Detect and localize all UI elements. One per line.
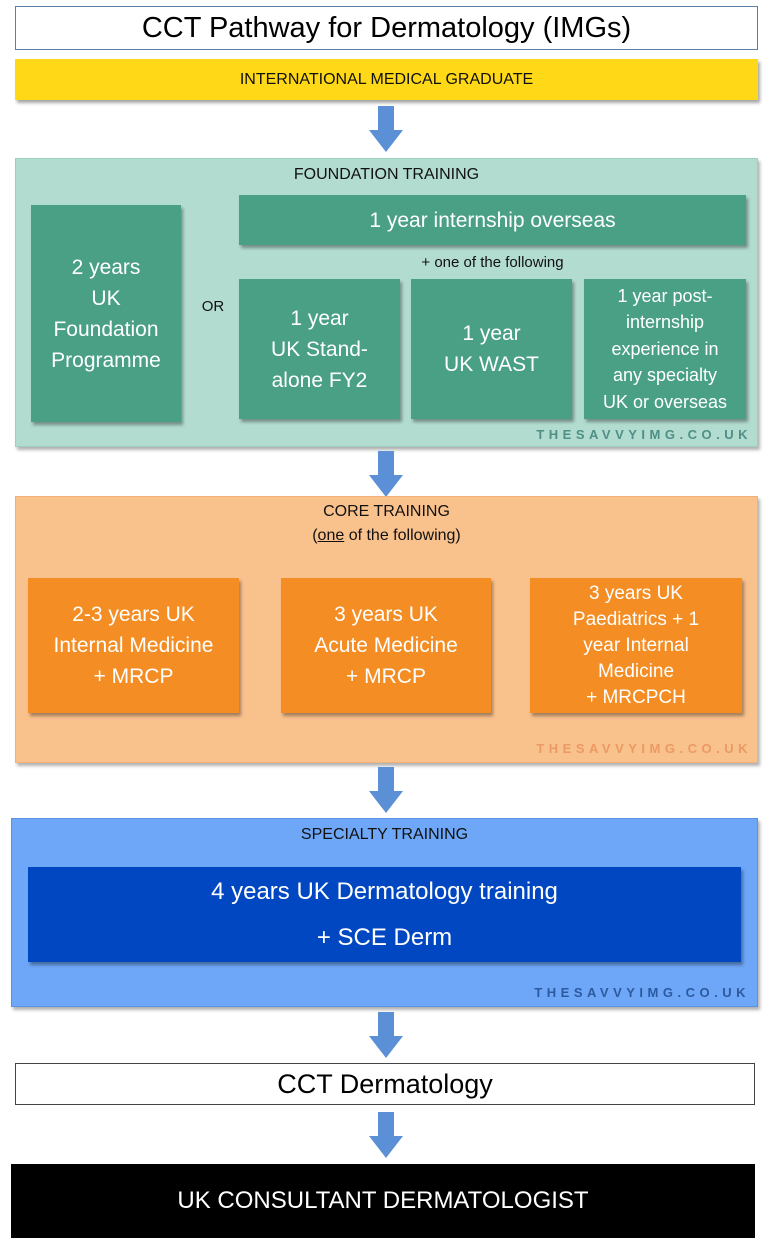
core-sublabel-underlined: one: [317, 527, 345, 544]
post-internship-experience-box: 1 year post- internship experience in an…: [584, 279, 746, 419]
core-option-line: 3 years UK: [334, 603, 438, 626]
plus-one-label: + one of the following: [421, 253, 564, 271]
page-title: CCT Pathway for Dermatology (IMGs): [15, 6, 758, 50]
specialty-line: + SCE Derm: [316, 923, 453, 951]
option-line: any specialty: [612, 365, 718, 386]
specialty-section-label: SPECIALTY TRAINING: [300, 826, 469, 843]
core-option-line: Acute Medicine: [314, 634, 458, 657]
start-node: INTERNATIONAL MEDICAL GRADUATE: [15, 59, 758, 100]
watermark: THESAVVYIMG.CO.UK: [536, 741, 752, 756]
uk-foundation-line: 2 years: [71, 255, 141, 279]
down-arrow-icon: [369, 1112, 403, 1158]
uk-foundation-line: UK: [91, 286, 121, 310]
start-node-label: INTERNATIONAL MEDICAL GRADUATE: [239, 70, 534, 88]
core-option-line: + MRCP: [93, 665, 174, 688]
end-node-label: UK CONSULTANT DERMATOLOGIST: [177, 1187, 589, 1214]
foundation-section-label: FOUNDATION TRAINING: [293, 166, 480, 183]
core-option-line: 2-3 years UK: [72, 603, 195, 626]
uk-wast-box: 1 year UK WAST: [411, 279, 572, 419]
core-option-line: + MRCP: [346, 665, 426, 688]
core-sublabel-suffix: of the following): [344, 527, 461, 544]
option-line: 1 year: [290, 306, 349, 330]
internship-overseas-box: 1 year internship overseas: [239, 195, 746, 245]
option-line: UK or overseas: [602, 391, 728, 412]
internship-overseas-label: 1 year internship overseas: [369, 208, 616, 232]
acute-medicine-box: 3 years UK Acute Medicine + MRCP: [281, 578, 491, 713]
option-line: UK WAST: [444, 353, 539, 376]
core-section-label: CORE TRAINING: [323, 503, 450, 520]
option-line: experience in: [611, 338, 719, 359]
uk-foundation-line: Foundation: [53, 317, 159, 341]
core-option-line: Internal Medicine: [53, 634, 214, 657]
option-line: internship: [625, 312, 705, 333]
or-label: OR: [201, 297, 225, 315]
cct-node-label: CCT Dermatology: [277, 1068, 493, 1099]
uk-foundation-line: Programme: [51, 348, 161, 372]
down-arrow-icon: [369, 106, 403, 152]
specialty-line: 4 years UK Dermatology training: [211, 877, 558, 905]
watermark: THESAVVYIMG.CO.UK: [534, 985, 750, 1000]
core-option-line: 3 years UK: [589, 582, 683, 604]
down-arrow-icon: [369, 767, 403, 813]
option-line: UK Stand-: [271, 337, 368, 361]
end-node: UK CONSULTANT DERMATOLOGIST: [11, 1164, 755, 1238]
core-option-line: Paediatrics + 1: [572, 608, 700, 630]
page-title-text: CCT Pathway for Dermatology (IMGs): [141, 11, 632, 44]
option-line: alone FY2: [271, 368, 368, 392]
core-option-line: Medicine: [597, 660, 675, 682]
uk-foundation-programme-box: 2 years UK Foundation Programme: [31, 205, 181, 422]
uk-standalone-fy2-box: 1 year UK Stand- alone FY2: [239, 279, 400, 419]
core-option-line: + MRCPCH: [586, 686, 686, 708]
core-section-sublabel: (one of the following): [15, 524, 758, 547]
internal-medicine-box: 2-3 years UK Internal Medicine + MRCP: [28, 578, 239, 713]
watermark: THESAVVYIMG.CO.UK: [536, 427, 752, 442]
option-line: 1 year: [462, 322, 521, 345]
down-arrow-icon: [369, 451, 403, 497]
core-option-line: year Internal: [583, 634, 689, 656]
paediatrics-box: 3 years UK Paediatrics + 1 year Internal…: [530, 578, 742, 713]
option-line: 1 year post-: [617, 285, 713, 306]
down-arrow-icon: [369, 1012, 403, 1058]
core-sublabel-prefix: (: [312, 527, 318, 544]
cct-node: CCT Dermatology: [15, 1063, 755, 1105]
dermatology-training-box: 4 years UK Dermatology training + SCE De…: [28, 867, 741, 962]
